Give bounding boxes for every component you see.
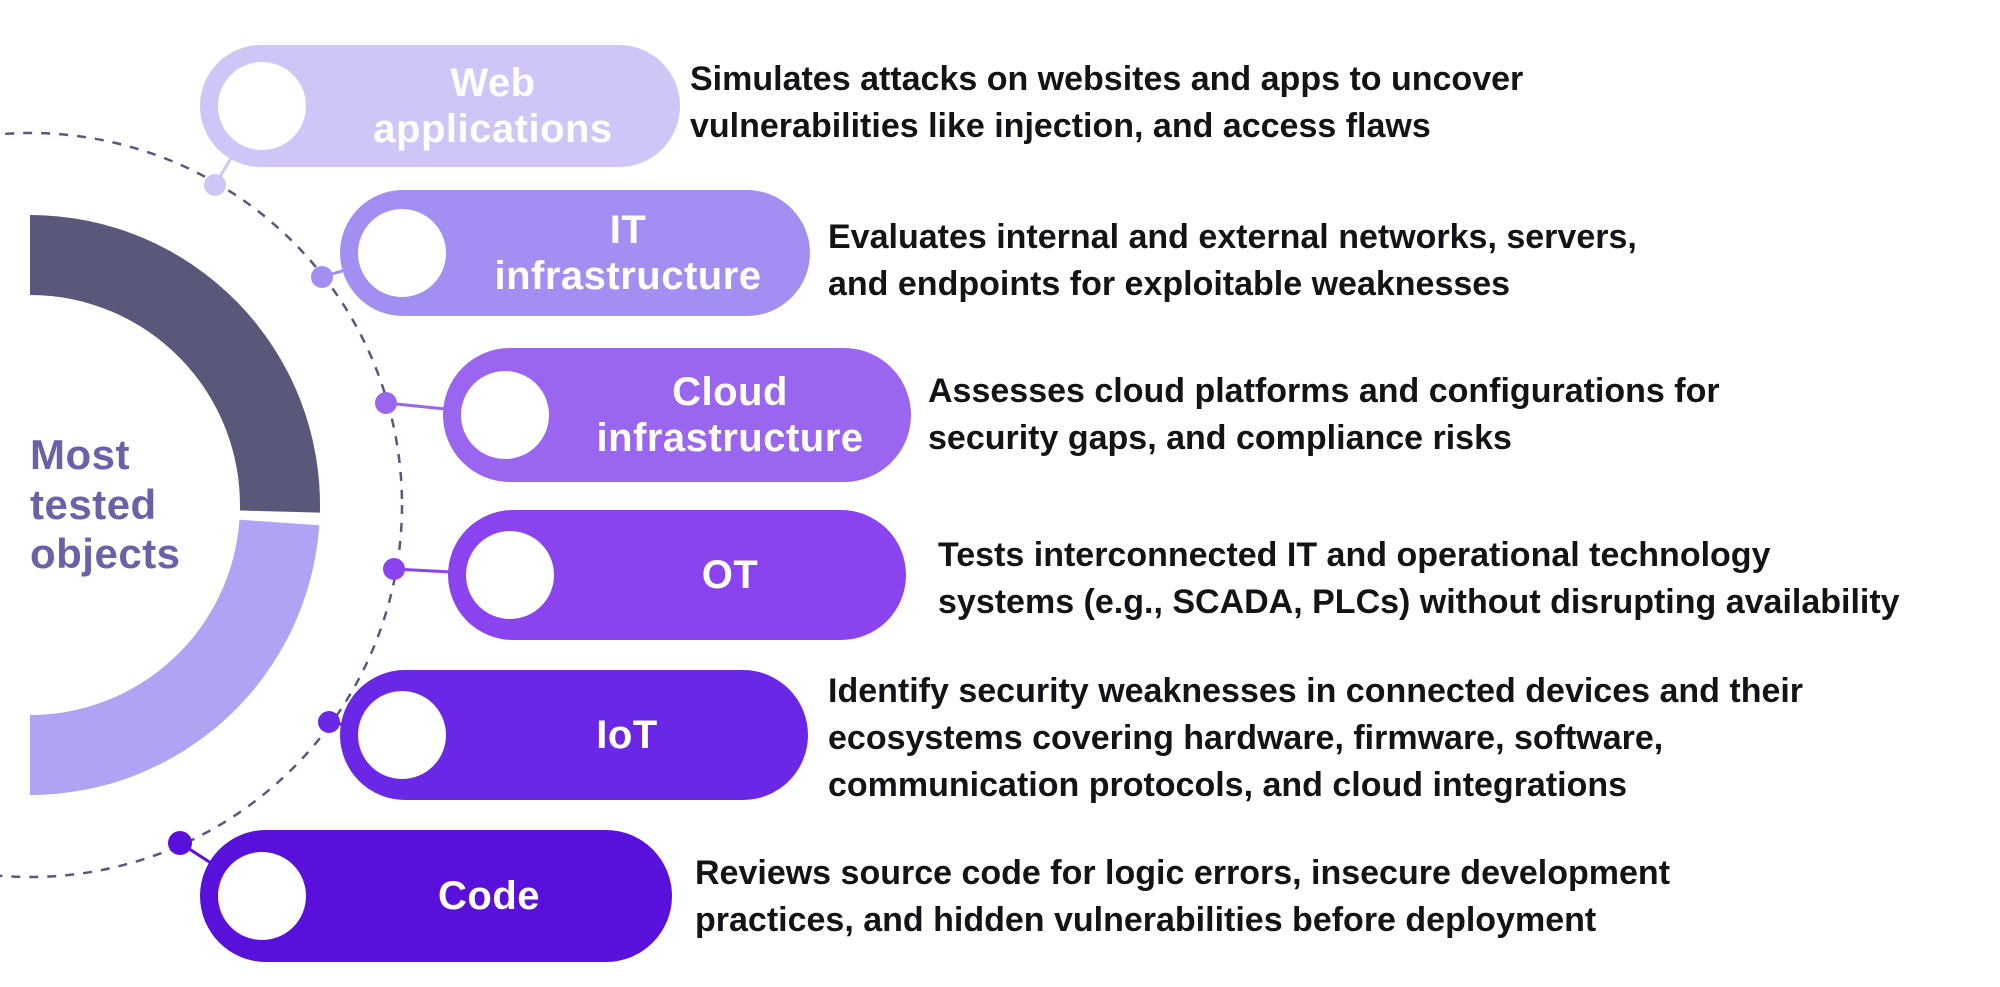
description-web-applications: Simulates attacks on websites and apps t… (690, 56, 1523, 150)
description-line: Tests interconnected IT and operational … (938, 536, 1771, 574)
donut-segment-bottom (30, 519, 320, 795)
pill-bubble-icon (358, 209, 446, 297)
description-line: and endpoints for exploitable weaknesses (828, 264, 1511, 303)
pill-label: OT (701, 553, 759, 597)
description-line: Simulates attacks on websites and apps t… (690, 60, 1524, 98)
pill-ot: OT (448, 510, 906, 640)
connector-dot-code (168, 831, 192, 855)
pill-bubble-icon (218, 62, 306, 150)
donut-segment-top (30, 215, 320, 513)
pill-label: Code (438, 874, 540, 918)
description-line: communication protocols, and cloud integ… (828, 765, 1628, 804)
chart-title: Most tested objects (30, 431, 181, 578)
description-line: vulnerabilities like injection, and acce… (690, 106, 1431, 145)
description-iot: Identify security weaknesses in connecte… (828, 668, 1803, 809)
description-line: Evaluates internal and external networks… (828, 218, 1637, 256)
connector-dot-web-applications (204, 174, 226, 196)
description-line: security gaps, and compliance risks (928, 418, 1512, 457)
connector-dot-it-infrastructure (311, 266, 333, 288)
pill-cloud-infrastructure: Cloud infrastructure (443, 348, 911, 482)
description-line: ecosystems covering hardware, firmware, … (828, 718, 1664, 757)
description-line: Identify security weaknesses in connecte… (828, 672, 1804, 710)
dashed-guide-circle (0, 131, 404, 879)
description-line: Assesses cloud platforms and configurati… (928, 372, 1720, 410)
connector-dot-cloud-infrastructure (375, 392, 397, 414)
description-ot: Tests interconnected IT and operational … (938, 532, 1900, 626)
description-cloud-infrastructure: Assesses cloud platforms and configurati… (928, 368, 1720, 462)
pill-bubble-icon (461, 371, 549, 459)
description-line: practices, and hidden vulnerabilities be… (695, 900, 1597, 939)
connector-dot-ot (383, 558, 405, 580)
pill-bubble-icon (218, 852, 306, 940)
pill-iot: IoT (340, 670, 808, 800)
pill-web-applications: Web applications (200, 45, 680, 167)
pill-label: Web applications (373, 61, 613, 151)
description-line: Reviews source code for logic errors, in… (695, 854, 1671, 892)
pill-label: IoT (596, 713, 658, 757)
pill-it-infrastructure: IT infrastructure (340, 190, 810, 316)
pill-label: Cloud infrastructure (596, 370, 864, 460)
pill-bubble-icon (358, 691, 446, 779)
description-line: systems (e.g., SCADA, PLCs) without disr… (938, 582, 1900, 621)
description-it-infrastructure: Evaluates internal and external networks… (828, 214, 1637, 308)
pill-code: Code (200, 830, 672, 962)
connector-dot-iot (318, 711, 340, 733)
description-code: Reviews source code for logic errors, in… (695, 850, 1670, 944)
pill-bubble-icon (466, 531, 554, 619)
pill-label: IT infrastructure (494, 208, 762, 298)
